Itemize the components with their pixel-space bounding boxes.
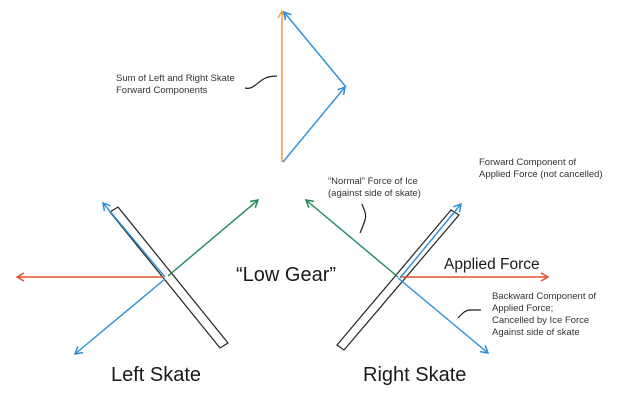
right-normal-force-arrow <box>304 199 399 278</box>
left-skate-diagram <box>15 199 260 355</box>
sum-leader-line <box>244 75 278 89</box>
right-skate-label: Right Skate <box>363 364 467 386</box>
left-forward-component-arrow <box>283 10 347 88</box>
right-skate-blade <box>336 209 460 351</box>
normal-force-leader-line <box>359 203 367 234</box>
normal-force-label-line-2: (against side of skate) <box>328 188 421 199</box>
right-forward-component-arrow <box>399 202 462 279</box>
backward-leader-line <box>457 309 481 319</box>
left-backward-component-arrow <box>73 278 166 355</box>
low-gear-label: “Low Gear” <box>236 264 337 286</box>
sum-label-line-1: Sum of Left and Right Skate <box>116 73 235 84</box>
right-forward-component-arrow <box>282 85 346 163</box>
sum-label: Sum of Left and Right Skate Forward Comp… <box>116 73 235 97</box>
backward-component-label-line-3: Cancelled by Ice Force <box>492 315 590 326</box>
left-forward-component-arrow <box>102 201 166 278</box>
backward-component-label: Backward Component of Applied Force; Can… <box>492 291 596 339</box>
vector-sum-triangle <box>244 9 347 163</box>
right-skate-diagram <box>304 199 550 354</box>
backward-component-label-line-1: Backward Component of <box>492 291 597 302</box>
normal-force-label-line-1: “Normal” Force of Ice <box>328 176 418 187</box>
left-skate-blade <box>109 206 229 349</box>
backward-component-label-line-4: Against side of skate <box>492 327 580 338</box>
forward-component-label-line-1: Forward Component of <box>479 157 577 168</box>
applied-force-label: Applied Force <box>444 256 540 273</box>
left-skate-label: Left Skate <box>111 364 202 386</box>
backward-component-label-line-2: Applied Force; <box>492 303 554 314</box>
forward-component-label-line-2: Applied Force (not cancelled) <box>479 169 603 180</box>
sum-label-line-2: Forward Components <box>116 85 208 96</box>
forward-component-label: Forward Component of Applied Force (not … <box>479 157 603 181</box>
left-normal-force-arrow <box>167 199 260 277</box>
right-backward-component-arrow <box>397 277 490 354</box>
normal-force-label: “Normal” Force of Ice (against side of s… <box>328 176 421 200</box>
